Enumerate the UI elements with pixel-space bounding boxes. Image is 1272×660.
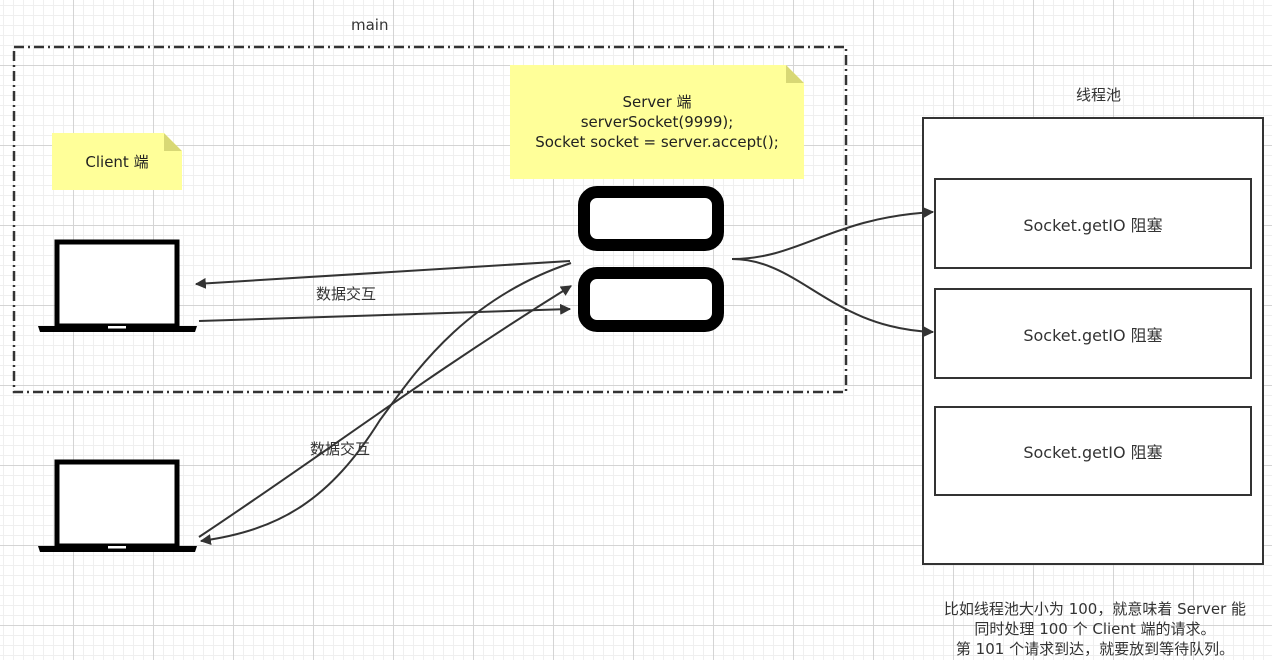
caption-line-1: 比如线程池大小为 100，就意味着 Server 能 [943, 600, 1247, 618]
connector-client-2-to-server [198, 285, 572, 538]
laptop-icon-client-2 [38, 459, 197, 552]
thread-slot-2: Socket.getIO 阻塞 [934, 288, 1252, 379]
note-fold-corner [786, 65, 804, 83]
data-exchange-label-1: 数据交互 [316, 285, 377, 303]
connector-server-to-thread-2 [731, 258, 935, 338]
server-note-line-1: Server 端 [622, 93, 692, 111]
client-note-text: Client 端 [85, 153, 149, 171]
caption-line-3: 第 101 个请求到达，就要放到等待队列。 [955, 640, 1235, 658]
connector-client-1-to-server [198, 303, 572, 322]
thread-slot-label: Socket.getIO 阻塞 [1023, 215, 1163, 235]
server-icon [578, 186, 724, 332]
client-note: Client 端 [52, 133, 182, 190]
thread-slot-label: Socket.getIO 阻塞 [1023, 325, 1163, 345]
main-group-label: main [351, 16, 389, 34]
thread-slot-3: Socket.getIO 阻塞 [934, 406, 1252, 496]
server-note-line-2: serverSocket(9999); [580, 113, 734, 131]
thread-pool-label: 线程池 [1076, 86, 1122, 104]
connector-server-to-thread-1 [731, 207, 935, 260]
connector-server-to-client-2 [199, 262, 572, 546]
server-note: Server 端 serverSocket(9999); Socket sock… [510, 65, 804, 179]
laptop-icon-client-1 [38, 239, 197, 332]
server-note-text: Server 端 serverSocket(9999); Socket sock… [510, 92, 804, 152]
thread-pool-caption: 比如线程池大小为 100，就意味着 Server 能 同时处理 100 个 Cl… [920, 599, 1270, 659]
data-exchange-label-2: 数据交互 [310, 440, 371, 458]
thread-slot-1: Socket.getIO 阻塞 [934, 178, 1252, 269]
note-fold-corner [164, 133, 182, 151]
thread-slot-label: Socket.getIO 阻塞 [1023, 443, 1163, 462]
connector-server-to-client-1 [194, 260, 571, 289]
caption-line-2: 同时处理 100 个 Client 端的请求。 [974, 620, 1216, 638]
server-note-line-3: Socket socket = server.accept(); [535, 133, 779, 151]
